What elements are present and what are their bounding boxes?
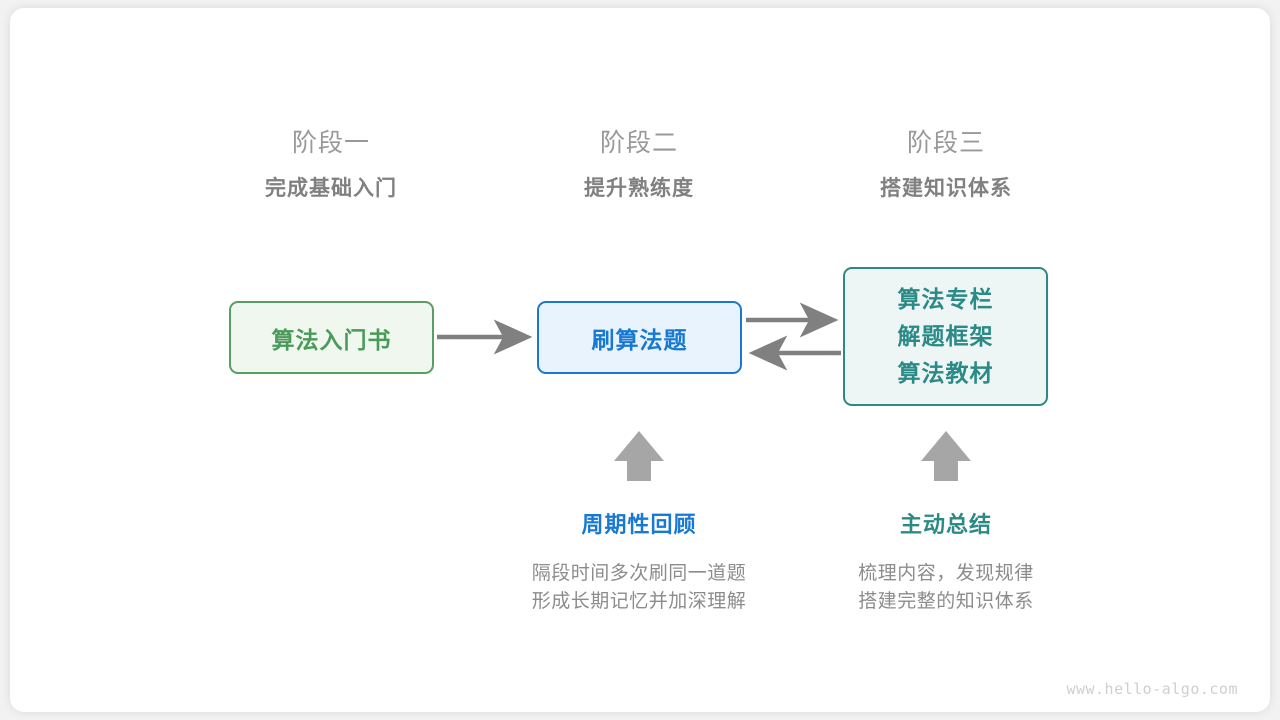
phase-1-subtitle: 完成基础入门 bbox=[265, 177, 397, 200]
node-knowledge-line-2: 解题框架 bbox=[897, 323, 994, 349]
node-practice-problems-line-1: 刷算法题 bbox=[591, 326, 688, 353]
note-periodic-review-body: 隔段时间多次刷同一道题 形成长期记忆并加深理解 bbox=[479, 560, 799, 616]
note-periodic-review: 周期性回顾 隔段时间多次刷同一道题 形成长期记忆并加深理解 bbox=[479, 510, 799, 616]
note-periodic-review-line-1: 隔段时间多次刷同一道题 bbox=[531, 563, 747, 584]
node-knowledge-line-1: 算法专栏 bbox=[897, 286, 994, 312]
node-practice-problems[interactable]: 刷算法题 bbox=[537, 301, 742, 374]
note-active-summary: 主动总结 梳理内容，发现规律 搭建完整的知识体系 bbox=[786, 510, 1106, 616]
node-knowledge-resources[interactable]: 算法专栏 解题框架 算法教材 bbox=[843, 267, 1048, 406]
note-active-summary-line-2: 搭建完整的知识体系 bbox=[858, 591, 1034, 612]
node-intro-book[interactable]: 算法入门书 bbox=[229, 301, 434, 374]
node-knowledge-line-3: 算法教材 bbox=[897, 360, 994, 386]
note-periodic-review-title: 周期性回顾 bbox=[581, 512, 697, 537]
site-watermark: www.hello-algo.com bbox=[1066, 680, 1238, 698]
phase-3-subtitle: 搭建知识体系 bbox=[880, 177, 1012, 200]
phase-1-title: 阶段一 bbox=[291, 129, 370, 157]
note-periodic-review-line-2: 形成长期记忆并加深理解 bbox=[531, 591, 747, 612]
phase-header-3: 阶段三 搭建知识体系 bbox=[816, 126, 1076, 205]
phase-header-2: 阶段二 提升熟练度 bbox=[509, 126, 769, 205]
note-active-summary-line-1: 梳理内容，发现规律 bbox=[858, 563, 1034, 584]
phase-header-1: 阶段一 完成基础入门 bbox=[201, 126, 461, 205]
phase-2-title: 阶段二 bbox=[599, 129, 678, 157]
note-active-summary-title: 主动总结 bbox=[899, 512, 992, 537]
phase-2-subtitle: 提升熟练度 bbox=[584, 177, 694, 200]
phase-3-title: 阶段三 bbox=[906, 129, 985, 157]
node-intro-book-line-1: 算法入门书 bbox=[271, 326, 392, 353]
note-active-summary-body: 梳理内容，发现规律 搭建完整的知识体系 bbox=[786, 560, 1106, 616]
